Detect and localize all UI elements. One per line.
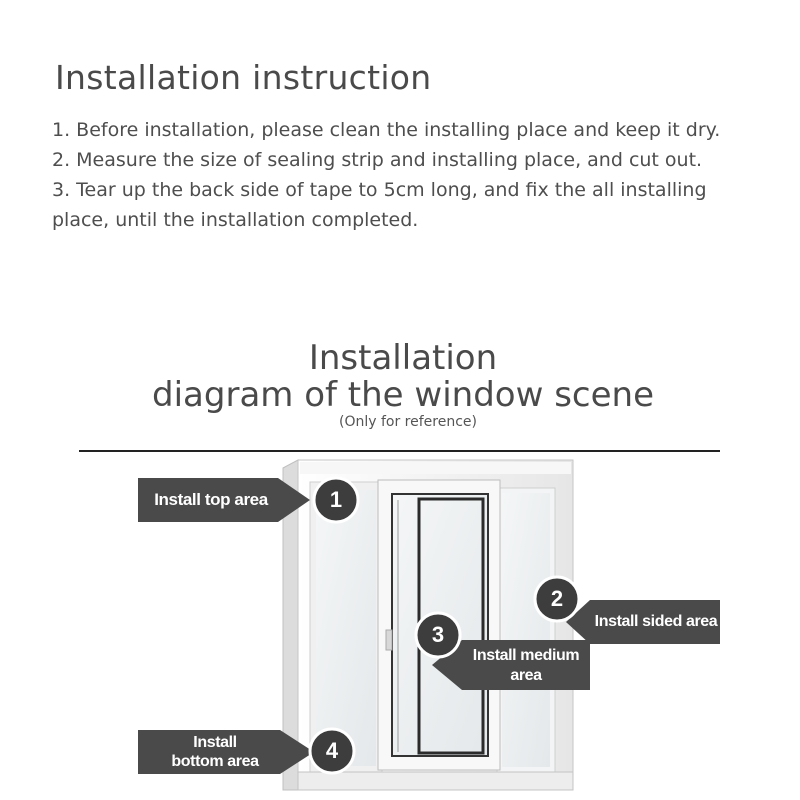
callout-2-banner [566,600,720,644]
callout-4-banner [138,730,314,774]
callout-2-label: Install sided area [594,613,718,630]
window-sill [297,771,574,791]
step-1: 1. Before installation, please clean the… [52,119,721,141]
step-3: 3. Tear up the back side of tape to 5cm … [52,179,707,201]
badge-2 [533,575,581,623]
step-3-continued: place, until the installation completed. [52,209,419,231]
badge-1 [312,476,360,524]
diagram-title-line2: diagram of the window scene [152,375,654,415]
callout-1-banner [138,478,310,522]
callout-4-label-line1: Install [193,734,237,751]
callout-3-banner [432,640,590,690]
badge-4 [308,727,356,775]
diagram-note: (Only for reference) [339,414,477,430]
badge-1-number: 1 [329,487,343,512]
instruction-steps: 1. Before installation, please clean the… [52,115,772,235]
callout-4-label-line2: bottom area [171,753,259,770]
divider-line [79,450,720,452]
left-pane [309,481,383,773]
instructions-title: Installation instruction [55,58,432,97]
diagram-title-line1: Installation [308,338,498,378]
callout-1-label: Install top area [154,490,268,509]
diagram-title: Installation diagram of the window scene [0,340,800,414]
badge-4-number: 4 [325,738,339,763]
callout-3-label-line1: Install medium [472,647,580,664]
callout-3-label: Install medium area [462,646,590,686]
badge-3-number: 3 [431,622,445,647]
badge-3 [414,611,462,659]
right-pane [496,487,556,773]
badge-2-number: 2 [550,586,564,611]
callout-4-label: Install bottom area [140,733,290,771]
callout-3-label-line2: area [510,667,542,684]
step-2: 2. Measure the size of sealing strip and… [52,149,703,171]
